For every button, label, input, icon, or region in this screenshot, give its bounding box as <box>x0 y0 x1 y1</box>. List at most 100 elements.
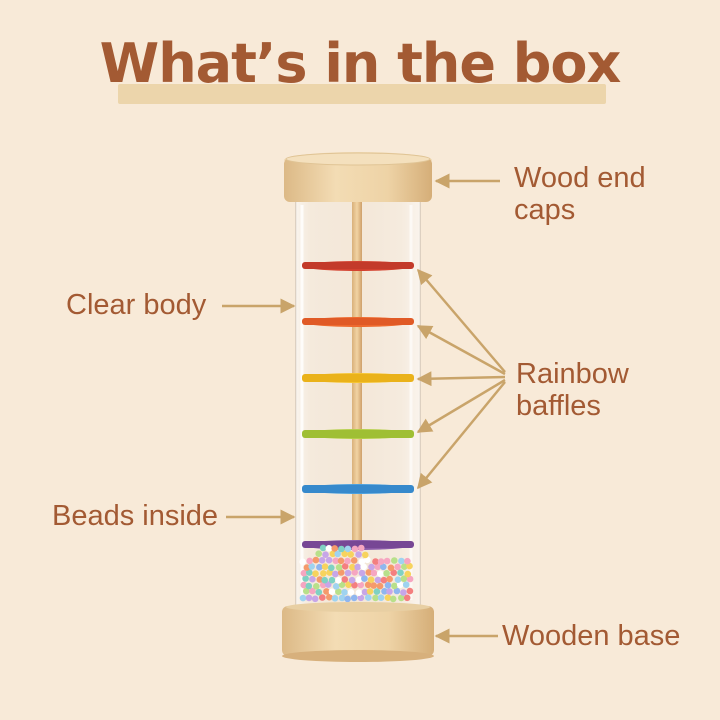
arrow-baffle-4 <box>416 378 506 434</box>
bead <box>397 569 404 576</box>
bead <box>400 575 408 582</box>
arrow-baffle-2 <box>416 324 506 376</box>
bead <box>351 545 359 553</box>
label-beads-inside: Beads inside <box>52 500 219 532</box>
bead <box>337 557 345 565</box>
bead <box>377 594 385 601</box>
bead <box>316 576 324 583</box>
bead <box>370 582 378 589</box>
bead <box>338 581 346 588</box>
bead <box>321 576 329 584</box>
bead <box>312 570 319 577</box>
bead <box>372 558 379 565</box>
bead <box>380 563 387 571</box>
bead <box>406 575 414 583</box>
bead <box>341 550 349 558</box>
bead <box>341 589 348 596</box>
bead <box>332 583 340 590</box>
bead <box>325 556 333 564</box>
bead <box>367 576 375 583</box>
bead <box>299 594 307 602</box>
bead <box>305 582 313 590</box>
bead <box>355 589 363 596</box>
bead <box>323 588 330 595</box>
bead <box>358 558 366 565</box>
label-rainbow-baffles-line1: Rainbow <box>516 358 629 390</box>
top-wood-cap <box>284 152 432 202</box>
bead <box>325 545 333 552</box>
bead <box>362 551 369 559</box>
bead <box>400 589 407 596</box>
bead <box>358 569 366 577</box>
bead <box>324 581 332 588</box>
colorful-beads <box>299 544 414 603</box>
bead <box>406 587 414 595</box>
bead <box>365 569 373 576</box>
bead <box>355 576 363 583</box>
bead <box>377 558 385 565</box>
bead <box>315 588 323 596</box>
bead <box>390 569 398 576</box>
bead <box>335 588 342 595</box>
bead <box>344 545 352 553</box>
bead <box>331 545 339 552</box>
bead <box>306 557 314 565</box>
bead <box>384 594 392 601</box>
bead <box>332 570 339 578</box>
bead <box>335 577 342 584</box>
bead <box>387 564 395 572</box>
bead <box>338 594 346 602</box>
label-rainbow-baffles-line2: baffles <box>516 390 601 422</box>
baffle-yellow <box>302 373 414 383</box>
bead <box>357 594 365 602</box>
arrow-baffle-1 <box>417 268 506 373</box>
bead <box>326 593 333 601</box>
baffle-blue <box>302 484 414 494</box>
bead <box>319 594 326 601</box>
bead <box>355 551 362 558</box>
bead <box>389 595 397 603</box>
bead <box>341 576 349 583</box>
label-wood-end-caps-line2: caps <box>514 194 576 226</box>
bead <box>393 587 401 595</box>
bead <box>331 595 339 602</box>
bead <box>349 563 356 571</box>
bead <box>384 582 392 589</box>
bead <box>300 581 308 589</box>
bead <box>319 544 327 552</box>
bead <box>328 588 336 595</box>
bead <box>360 563 368 571</box>
label-wooden-base: Wooden base <box>502 620 681 652</box>
bead <box>381 588 388 595</box>
bead <box>402 581 410 588</box>
bead <box>373 588 381 595</box>
arrow-baffle-5 <box>417 381 506 490</box>
title-container: What’s in the box <box>0 32 720 95</box>
bead <box>299 558 307 566</box>
bead <box>350 557 358 564</box>
bead <box>401 563 408 570</box>
bead <box>374 563 382 571</box>
bead <box>361 588 369 596</box>
bead <box>328 564 335 572</box>
bead <box>303 587 310 595</box>
bead <box>376 582 384 590</box>
bead <box>322 551 329 558</box>
bead <box>386 588 393 595</box>
bead <box>320 570 327 577</box>
label-rainbow-baffles: Rainbow baffles <box>516 358 629 422</box>
bead <box>372 594 379 602</box>
bead <box>404 570 412 578</box>
bead <box>398 557 405 565</box>
bead <box>398 594 405 602</box>
callout-arrows <box>222 173 506 644</box>
bead <box>337 569 345 576</box>
bead <box>316 563 323 571</box>
label-wood-end-caps-line1: Wood end <box>514 162 646 194</box>
bead <box>358 544 365 552</box>
page-title: What’s in the box <box>99 32 622 95</box>
arrow-baffle-3 <box>416 371 506 387</box>
bead <box>344 569 352 577</box>
bottom-wood-base <box>282 602 434 662</box>
